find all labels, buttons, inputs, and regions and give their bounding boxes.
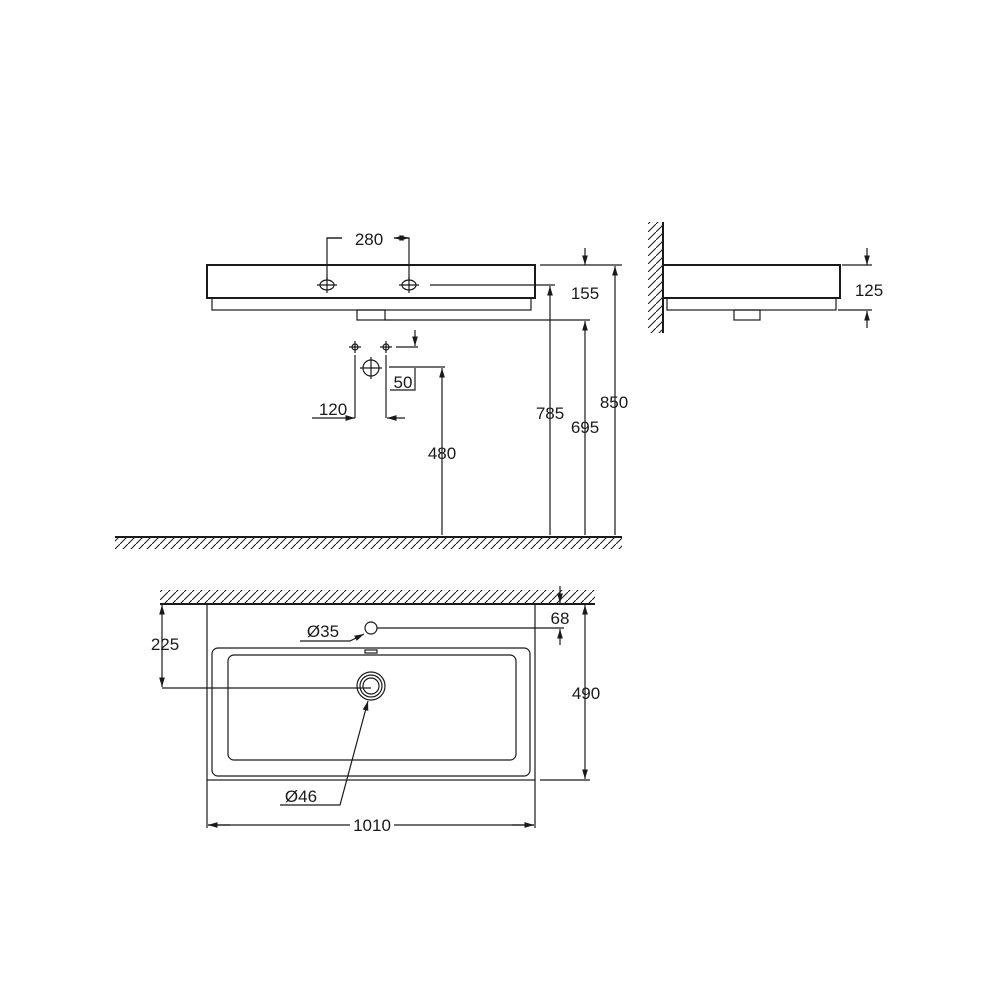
waste-point-icon <box>360 357 382 379</box>
dim-480: 480 <box>428 444 456 463</box>
dim-490: 490 <box>572 684 600 703</box>
front-view: 280 155 785 695 850 120 50 480 <box>115 230 628 549</box>
dim-125: 125 <box>855 281 883 300</box>
drain-icon <box>356 671 386 701</box>
basin-bowl <box>211 647 531 777</box>
dim-225: 225 <box>151 635 179 654</box>
dim-120: 120 <box>319 400 347 419</box>
waste-stub <box>356 309 386 321</box>
dim-280: 280 <box>355 230 383 249</box>
top-view: Ø35 68 225 490 Ø46 1010 <box>151 586 600 835</box>
dim-1010: 1010 <box>353 816 391 835</box>
supply-point-icon <box>380 341 392 353</box>
dim-50: 50 <box>394 373 413 392</box>
basin-underside <box>211 297 532 311</box>
dim-695: 695 <box>571 418 599 437</box>
wall-hatch <box>648 222 663 333</box>
dim-155: 155 <box>571 284 599 303</box>
dim-850: 850 <box>600 393 628 412</box>
dim-tap-hole-diameter: Ø35 <box>307 622 339 641</box>
dim-waste-diameter: Ø46 <box>285 787 317 806</box>
side-view: 125 <box>648 222 883 333</box>
floor-hatch <box>115 537 622 549</box>
wall-hatch <box>160 590 595 604</box>
dim-785: 785 <box>536 404 564 423</box>
dim-68: 68 <box>551 609 570 628</box>
tap-hole-icon <box>364 621 378 635</box>
supply-point-icon <box>349 341 361 353</box>
basin-rim <box>206 264 536 299</box>
